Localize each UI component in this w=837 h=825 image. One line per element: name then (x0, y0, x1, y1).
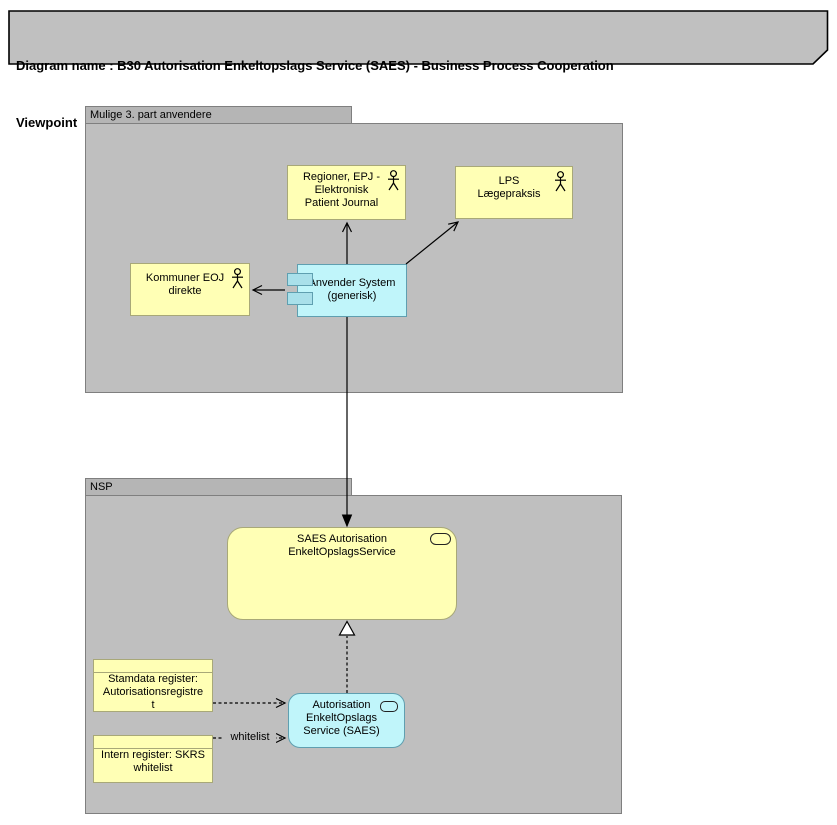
group-anvendere-tab[interactable]: Mulige 3. part anvendere (85, 106, 352, 123)
group-anvendere-body[interactable] (85, 123, 623, 393)
node-intern-register[interactable]: Intern register: SKRS whitelist (93, 735, 213, 783)
node-autorisation-service[interactable]: Autorisation EnkeltOpslags Service (SAES… (288, 693, 405, 748)
node-lps-label: LPS Lægepraksis (477, 175, 541, 200)
node-anvender-system[interactable]: Anvender System (generisk) (287, 264, 407, 317)
node-stamdata-register-label: Stamdata register: Autorisationsregistre… (102, 673, 204, 711)
node-kommuner-eoj-label: Kommuner EOJ direkte (145, 272, 225, 297)
diagram-name-line: Diagram name : B30 Autorisation Enkeltop… (16, 58, 614, 73)
object-head-band (94, 660, 212, 673)
note-shape (8, 10, 829, 65)
diagram-title-note: Diagram name : B30 Autorisation Enkeltop… (8, 10, 829, 130)
group-nsp-tab[interactable]: NSP (85, 478, 352, 495)
node-intern-register-label: Intern register: SKRS whitelist (101, 749, 205, 774)
node-stamdata-register[interactable]: Stamdata register: Autorisationsregistre… (93, 659, 213, 712)
edge-label-whitelist: whitelist (224, 731, 276, 744)
actor-icon (231, 268, 244, 289)
object-head-band (94, 736, 212, 749)
service-icon (380, 701, 398, 712)
actor-icon (554, 171, 567, 192)
service-icon (430, 533, 451, 545)
node-regioner-epj[interactable]: Regioner, EPJ - Elektronisk Patient Jour… (287, 165, 406, 220)
node-saes-service-label: SAES Autorisation EnkeltOpslagsService (288, 533, 396, 558)
node-saes-service[interactable]: SAES Autorisation EnkeltOpslagsService (227, 527, 457, 620)
actor-icon (387, 170, 400, 191)
group-nsp-label: NSP (90, 481, 113, 493)
node-anvender-system-label: Anvender System (generisk) (308, 277, 396, 302)
node-lps[interactable]: LPS Lægepraksis (455, 166, 573, 219)
node-autorisation-service-label: Autorisation EnkeltOpslags Service (SAES… (303, 699, 380, 737)
group-anvendere-label: Mulige 3. part anvendere (90, 109, 212, 121)
node-kommuner-eoj[interactable]: Kommuner EOJ direkte (130, 263, 250, 316)
node-regioner-epj-label: Regioner, EPJ - Elektronisk Patient Jour… (302, 171, 381, 209)
